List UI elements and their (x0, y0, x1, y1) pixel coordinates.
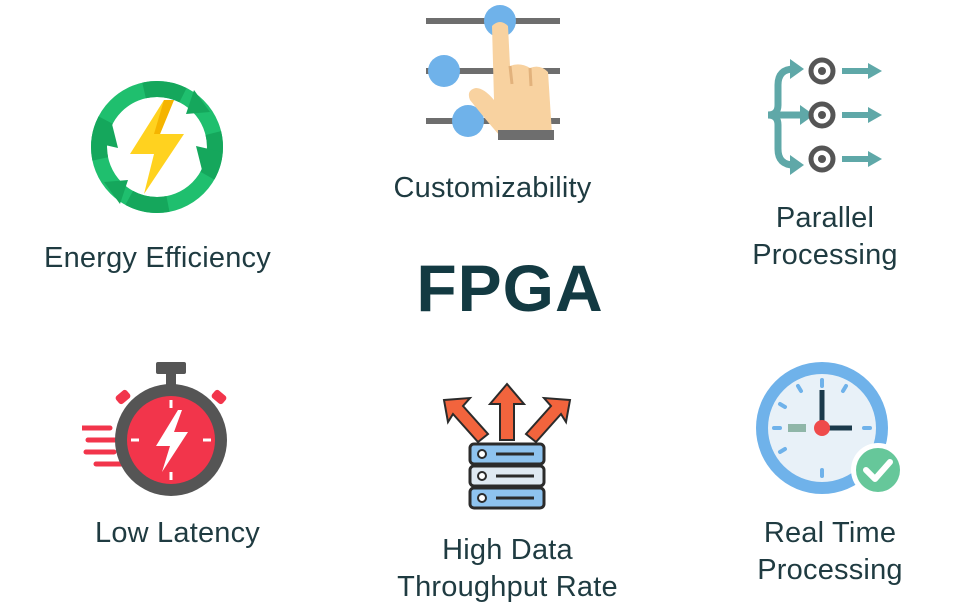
server-arrows-icon (440, 382, 580, 522)
customizability-label: Customizability (393, 172, 592, 204)
energy-cycle-icon (82, 72, 232, 227)
low-latency-label: Low Latency (94, 517, 261, 549)
parallel-processing-label-line2: Processing (752, 239, 898, 271)
realtime-label-line2: Processing (757, 554, 903, 586)
clock-check-icon (750, 358, 910, 508)
energy-efficiency-label: Energy Efficiency (44, 242, 271, 274)
center-title: FPGA (416, 251, 604, 325)
throughput-label-line1: High Data (442, 534, 573, 566)
realtime-label-line1: Real Time (763, 517, 897, 549)
throughput-label-line2: Throughput Rate (397, 571, 618, 603)
parallel-processing-label-line1: Parallel (775, 202, 875, 234)
slider-hand-icon (420, 4, 570, 149)
stopwatch-bolt-icon (79, 362, 232, 502)
parallel-gears-icon (760, 55, 890, 185)
